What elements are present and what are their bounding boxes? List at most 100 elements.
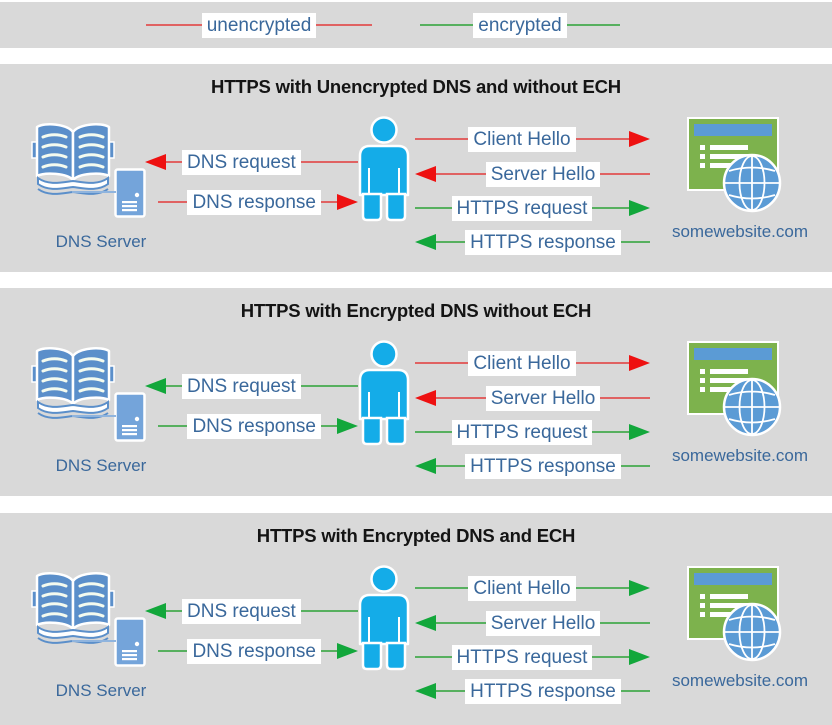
website-icon (686, 116, 792, 216)
arrowhead-right-icon (629, 649, 650, 665)
legend-line-right (566, 24, 621, 26)
https-request-label: HTTPS request (451, 644, 593, 670)
server-hello-arrow: Server Hello (415, 161, 651, 187)
dns-request-arrow: DNS request (145, 373, 358, 399)
https-response-arrow: HTTPS response (415, 678, 651, 704)
panel-unencrypted-dns-no-ech: HTTPS with Unencrypted DNS and without E… (0, 64, 832, 272)
website-icon (686, 340, 792, 440)
legend-line-left (420, 24, 474, 26)
https-request-label: HTTPS request (451, 419, 593, 445)
arrowhead-right-icon (337, 643, 358, 659)
panel-encrypted-dns-no-ech: HTTPS with Encrypted DNS without ECH DNS… (0, 288, 832, 496)
server-hello-label: Server Hello (485, 385, 601, 411)
arrow-line (158, 201, 188, 203)
dns-request-label: DNS request (182, 598, 301, 624)
server-hello-label: Server Hello (485, 161, 601, 187)
user-icon (356, 565, 412, 671)
arrow-line (300, 610, 358, 612)
arrow-line (158, 650, 188, 652)
https-response-label: HTTPS response (465, 453, 621, 479)
dns-server-icon (114, 392, 146, 442)
dns-request-arrow: DNS request (145, 149, 358, 175)
client-hello-label: Client Hello (468, 575, 576, 601)
legend-line-left (146, 24, 202, 26)
https-request-arrow: HTTPS request (415, 195, 650, 221)
book-server-connector (72, 415, 116, 417)
server-hello-arrow: Server Hello (415, 385, 651, 411)
arrowhead-left-icon (145, 378, 166, 394)
panel-title: HTTPS with Encrypted DNS without ECH (240, 300, 592, 321)
arrow-line (166, 385, 182, 387)
arrow-line (575, 587, 629, 589)
arrow-line (620, 241, 651, 243)
arrow-line (436, 690, 466, 692)
dns-server-icon (114, 168, 146, 218)
https-response-arrow: HTTPS response (415, 453, 651, 479)
arrow-line (415, 362, 469, 364)
dns-book-icon (31, 569, 115, 649)
arrow-line (592, 207, 629, 209)
arrow-line (575, 362, 629, 364)
client-hello-label: Client Hello (468, 126, 576, 152)
arrow-line (166, 161, 182, 163)
client-hello-arrow: Client Hello (415, 575, 650, 601)
dns-server-icon (114, 617, 146, 667)
arrow-line (436, 622, 486, 624)
arrow-line (620, 690, 651, 692)
dns-request-label: DNS request (182, 373, 301, 399)
arrow-line (436, 241, 466, 243)
arrow-line (321, 201, 337, 203)
client-hello-label: Client Hello (468, 350, 576, 376)
arrow-line (436, 173, 486, 175)
dns-server-label: DNS Server (55, 232, 147, 251)
arrowhead-right-icon (337, 194, 358, 210)
panel-encrypted-dns-with-ech: HTTPS with Encrypted DNS and ECH DNS Ser… (0, 513, 832, 725)
https-request-label: HTTPS request (451, 195, 593, 221)
dns-request-label: DNS request (182, 149, 301, 175)
client-hello-arrow: Client Hello (415, 126, 650, 152)
arrow-line (415, 138, 469, 140)
arrow-line (436, 465, 466, 467)
book-server-connector (72, 640, 116, 642)
dns-request-arrow: DNS request (145, 598, 358, 624)
arrowhead-right-icon (629, 200, 650, 216)
https-response-label: HTTPS response (465, 678, 621, 704)
arrow-line (415, 587, 469, 589)
arrowhead-left-icon (145, 154, 166, 170)
arrowhead-left-icon (415, 458, 436, 474)
arrow-line (592, 656, 629, 658)
client-hello-arrow: Client Hello (415, 350, 650, 376)
arrow-line (436, 397, 486, 399)
arrowhead-right-icon (629, 580, 650, 596)
panel-title: HTTPS with Encrypted DNS and ECH (256, 525, 576, 546)
server-hello-label: Server Hello (485, 610, 601, 636)
server-hello-arrow: Server Hello (415, 610, 651, 636)
arrow-line (415, 207, 452, 209)
arrowhead-right-icon (629, 131, 650, 147)
arrow-line (415, 656, 452, 658)
arrow-line (620, 465, 651, 467)
dns-response-arrow: DNS response (158, 638, 358, 664)
website-label: somewebsite.com (671, 222, 809, 241)
legend-bar: unencrypted encrypted (0, 2, 832, 48)
website-label: somewebsite.com (671, 671, 809, 690)
arrow-line (600, 397, 651, 399)
arrowhead-right-icon (629, 355, 650, 371)
arrow-line (158, 425, 188, 427)
arrow-line (600, 622, 651, 624)
arrow-line (166, 610, 182, 612)
arrow-line (415, 431, 452, 433)
website-icon (686, 565, 792, 665)
book-server-connector (72, 191, 116, 193)
legend-encrypted: encrypted (420, 12, 621, 38)
https-response-arrow: HTTPS response (415, 229, 651, 255)
legend-unencrypted: unencrypted (146, 12, 373, 38)
dns-book-icon (31, 120, 115, 200)
dns-book-icon (31, 344, 115, 424)
dns-response-arrow: DNS response (158, 413, 358, 439)
arrow-line (300, 385, 358, 387)
user-icon (356, 116, 412, 222)
arrowhead-left-icon (415, 166, 436, 182)
website-label: somewebsite.com (671, 446, 809, 465)
